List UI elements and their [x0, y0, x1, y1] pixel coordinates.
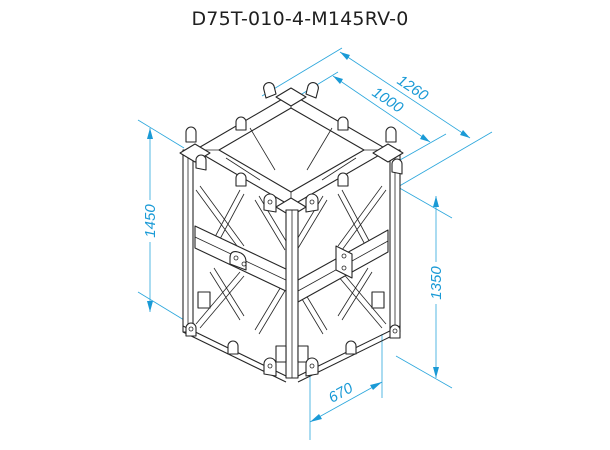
top-left-corner: [179, 126, 211, 171]
dimension-1450: 1450: [137, 119, 185, 321]
right-side-plate: [335, 245, 353, 279]
dim-label-1450: 1450: [142, 204, 159, 238]
bottom-left-corner: [185, 291, 211, 337]
top-corner-fittings: [179, 82, 404, 217]
dim-label-1350: 1350: [428, 266, 445, 300]
top-right-corner: [372, 126, 404, 175]
bottom-front-corner: [263, 345, 319, 377]
top-back-corner: [263, 82, 319, 107]
bottom-corner-fittings: [185, 291, 401, 377]
bottom-right-corner: [371, 291, 401, 339]
truss-structure: [179, 82, 404, 383]
top-frame: [194, 93, 389, 207]
dimension-1350: 1350: [395, 185, 453, 389]
dim-label-670: 670: [326, 379, 357, 406]
left-side-bracket: [229, 251, 247, 271]
drawing-title: D75T-010-4-M145RV-0: [191, 8, 409, 30]
